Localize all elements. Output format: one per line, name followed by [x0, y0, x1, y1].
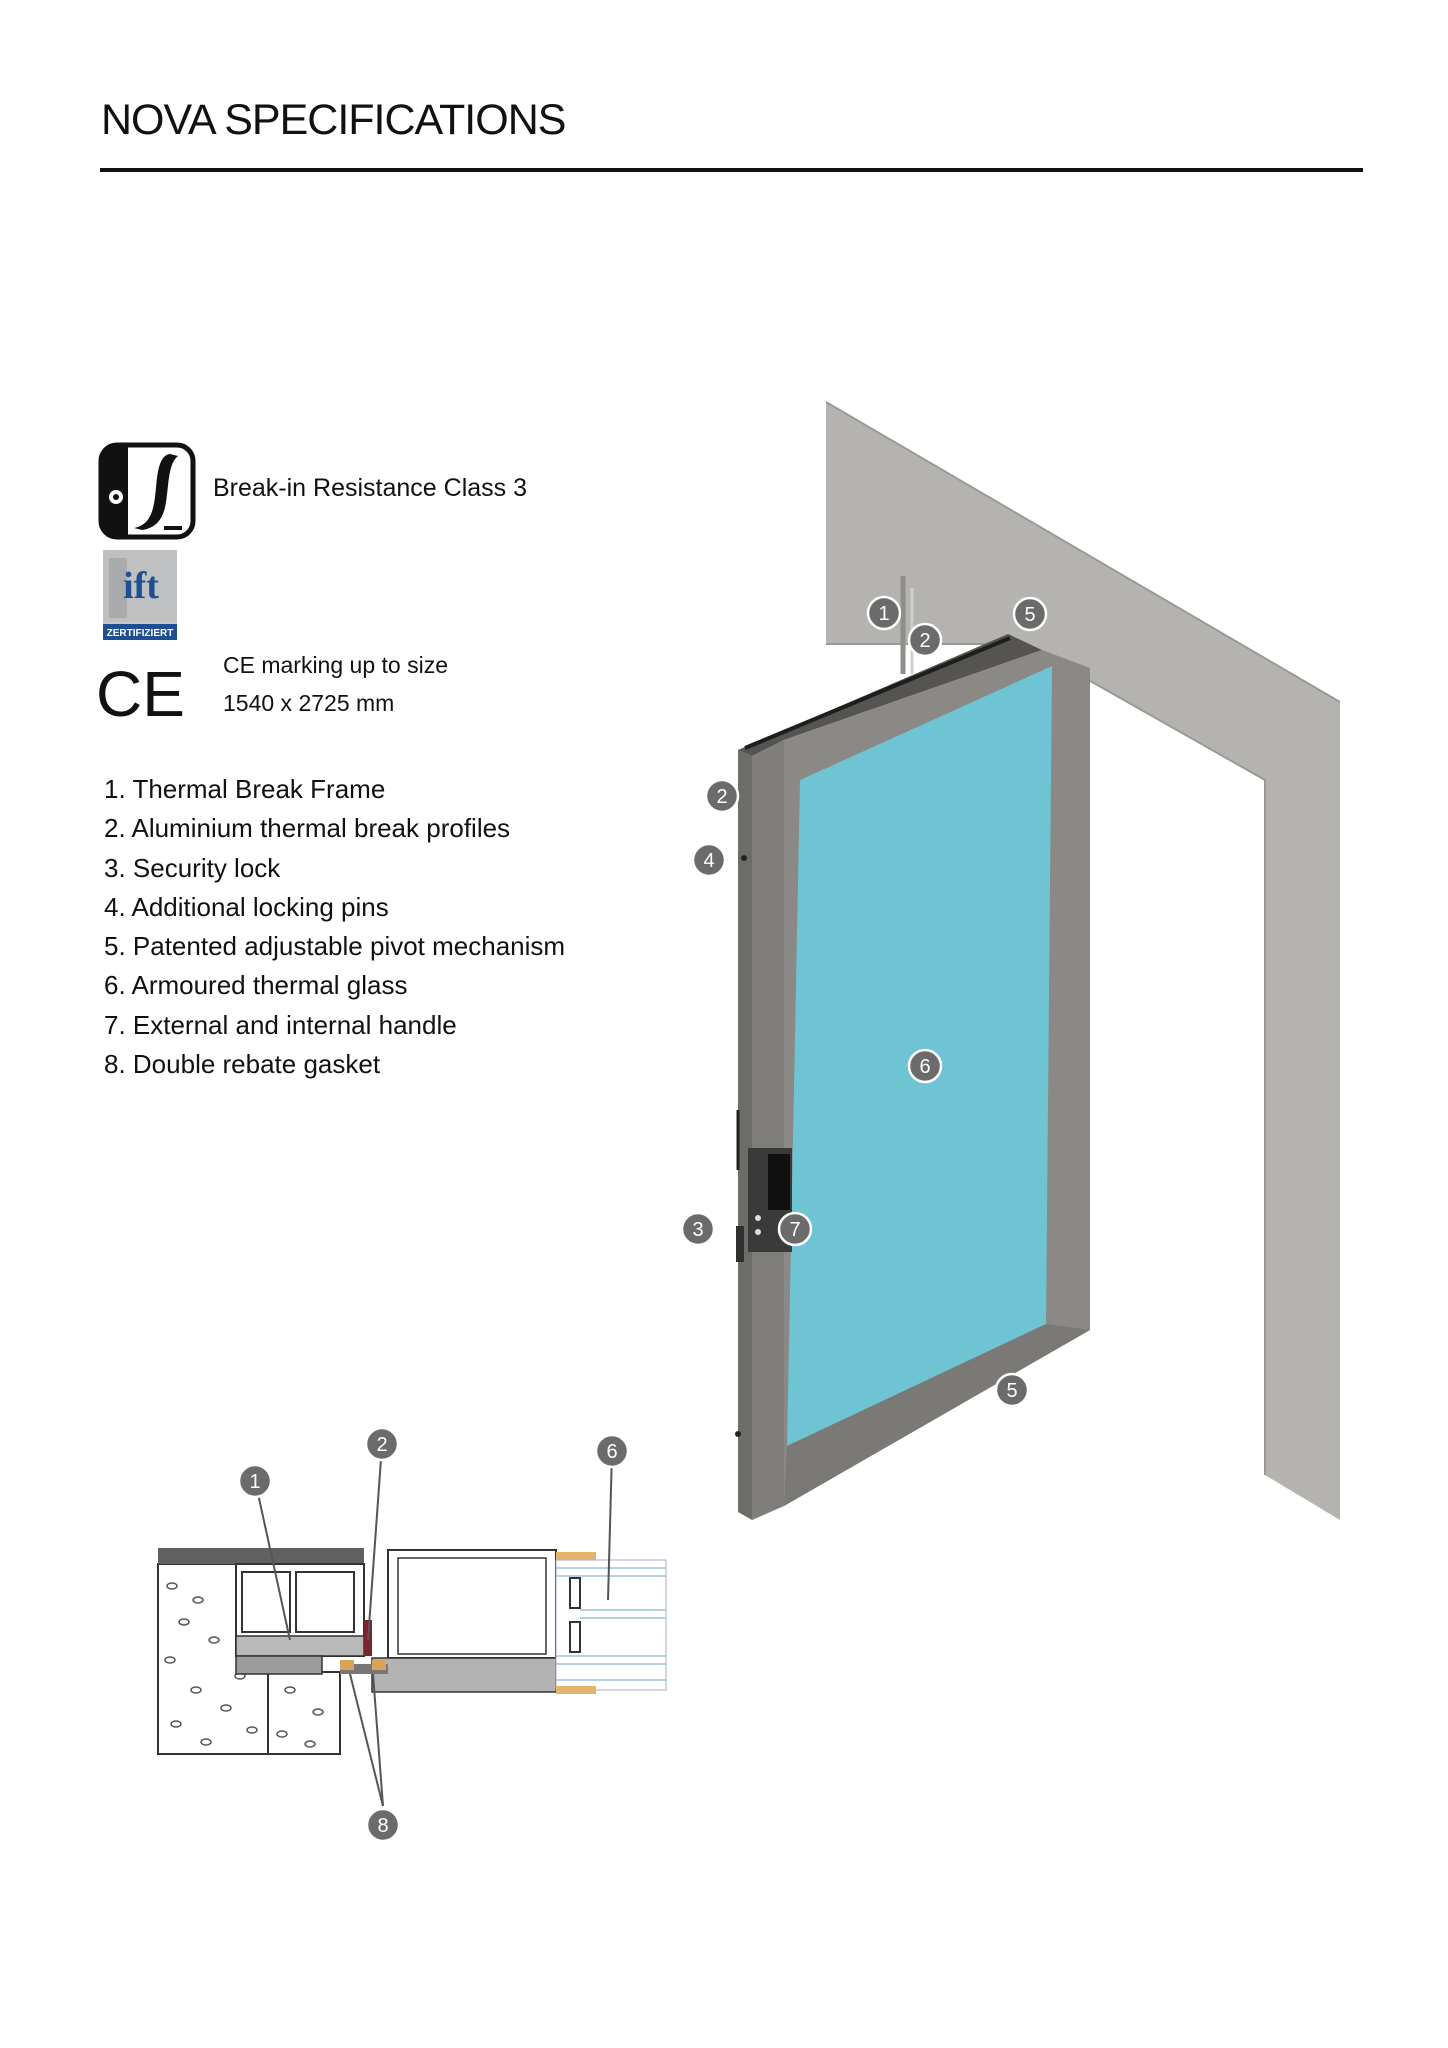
callout-door-6: 6 [907, 1048, 943, 1084]
feature-list: 1. Thermal Break Frame 2. Aluminium ther… [104, 770, 565, 1084]
feature-item: 6. Armoured thermal glass [104, 970, 408, 1001]
ce-marking-size: 1540 x 2725 mm [223, 690, 395, 716]
title-divider [100, 168, 1363, 172]
svg-text:2: 2 [376, 1434, 387, 1456]
callout-door-7: 7 [777, 1211, 813, 1247]
door-callouts: 1 2 5 2 4 6 3 7 5 [680, 595, 1048, 1408]
cross-section-drawing [157, 1444, 667, 1807]
svg-text:4: 4 [703, 850, 714, 872]
svg-text:2: 2 [919, 630, 930, 652]
feature-item: 1. Thermal Break Frame [104, 774, 386, 804]
ce-marking-line1: CE marking up to size [223, 652, 448, 678]
callout-section-6: 6 [594, 1433, 630, 1469]
svg-text:5: 5 [1006, 1380, 1017, 1402]
section-callouts: 1 2 6 8 [237, 1426, 630, 1843]
callout-door-2-side: 2 [704, 778, 740, 814]
svg-text:1: 1 [878, 603, 889, 625]
svg-text:6: 6 [919, 1056, 930, 1078]
feature-item: 4. Additional locking pins [104, 891, 389, 922]
callout-door-1: 1 [866, 595, 902, 631]
callout-section-8: 8 [365, 1807, 401, 1843]
svg-text:ift: ift [123, 565, 159, 607]
svg-text:7: 7 [789, 1219, 800, 1241]
svg-text:3: 3 [692, 1219, 703, 1241]
callout-section-2: 2 [364, 1426, 400, 1462]
callout-door-5-bottom: 5 [994, 1372, 1030, 1408]
break-in-resistance-icon [98, 442, 196, 540]
callout-door-3: 3 [680, 1211, 716, 1247]
ce-marking-logo: CE [96, 662, 185, 722]
feature-item: 2. Aluminium thermal break profiles [104, 813, 511, 844]
ce-marking-text: CE marking up to size 1540 x 2725 mm [223, 646, 448, 722]
callout-door-2-top: 2 [907, 622, 943, 658]
callout-door-5-top: 5 [1012, 596, 1048, 632]
svg-text:6: 6 [606, 1441, 617, 1463]
feature-item: 7. External and internal handle [104, 1009, 457, 1040]
svg-text:1: 1 [249, 1471, 260, 1493]
svg-text:ZERTIFIZIERT: ZERTIFIZIERT [107, 628, 174, 639]
page-title: NOVA SPECIFICATIONS [101, 96, 566, 144]
callout-section-1: 1 [237, 1463, 273, 1499]
ift-certified-logo: ift ZERTIFIZIERT [103, 550, 177, 640]
callout-door-4: 4 [691, 842, 727, 878]
feature-item: 8. Double rebate gasket [104, 1049, 381, 1080]
svg-text:5: 5 [1024, 604, 1035, 626]
break-in-resistance-label: Break-in Resistance Class 3 [213, 474, 528, 502]
feature-item: 5. Patented adjustable pivot mechanism [104, 931, 566, 962]
feature-item: 3. Security lock [104, 852, 281, 883]
svg-text:8: 8 [377, 1815, 388, 1837]
svg-text:CE: CE [96, 662, 185, 722]
svg-text:2: 2 [716, 786, 727, 808]
